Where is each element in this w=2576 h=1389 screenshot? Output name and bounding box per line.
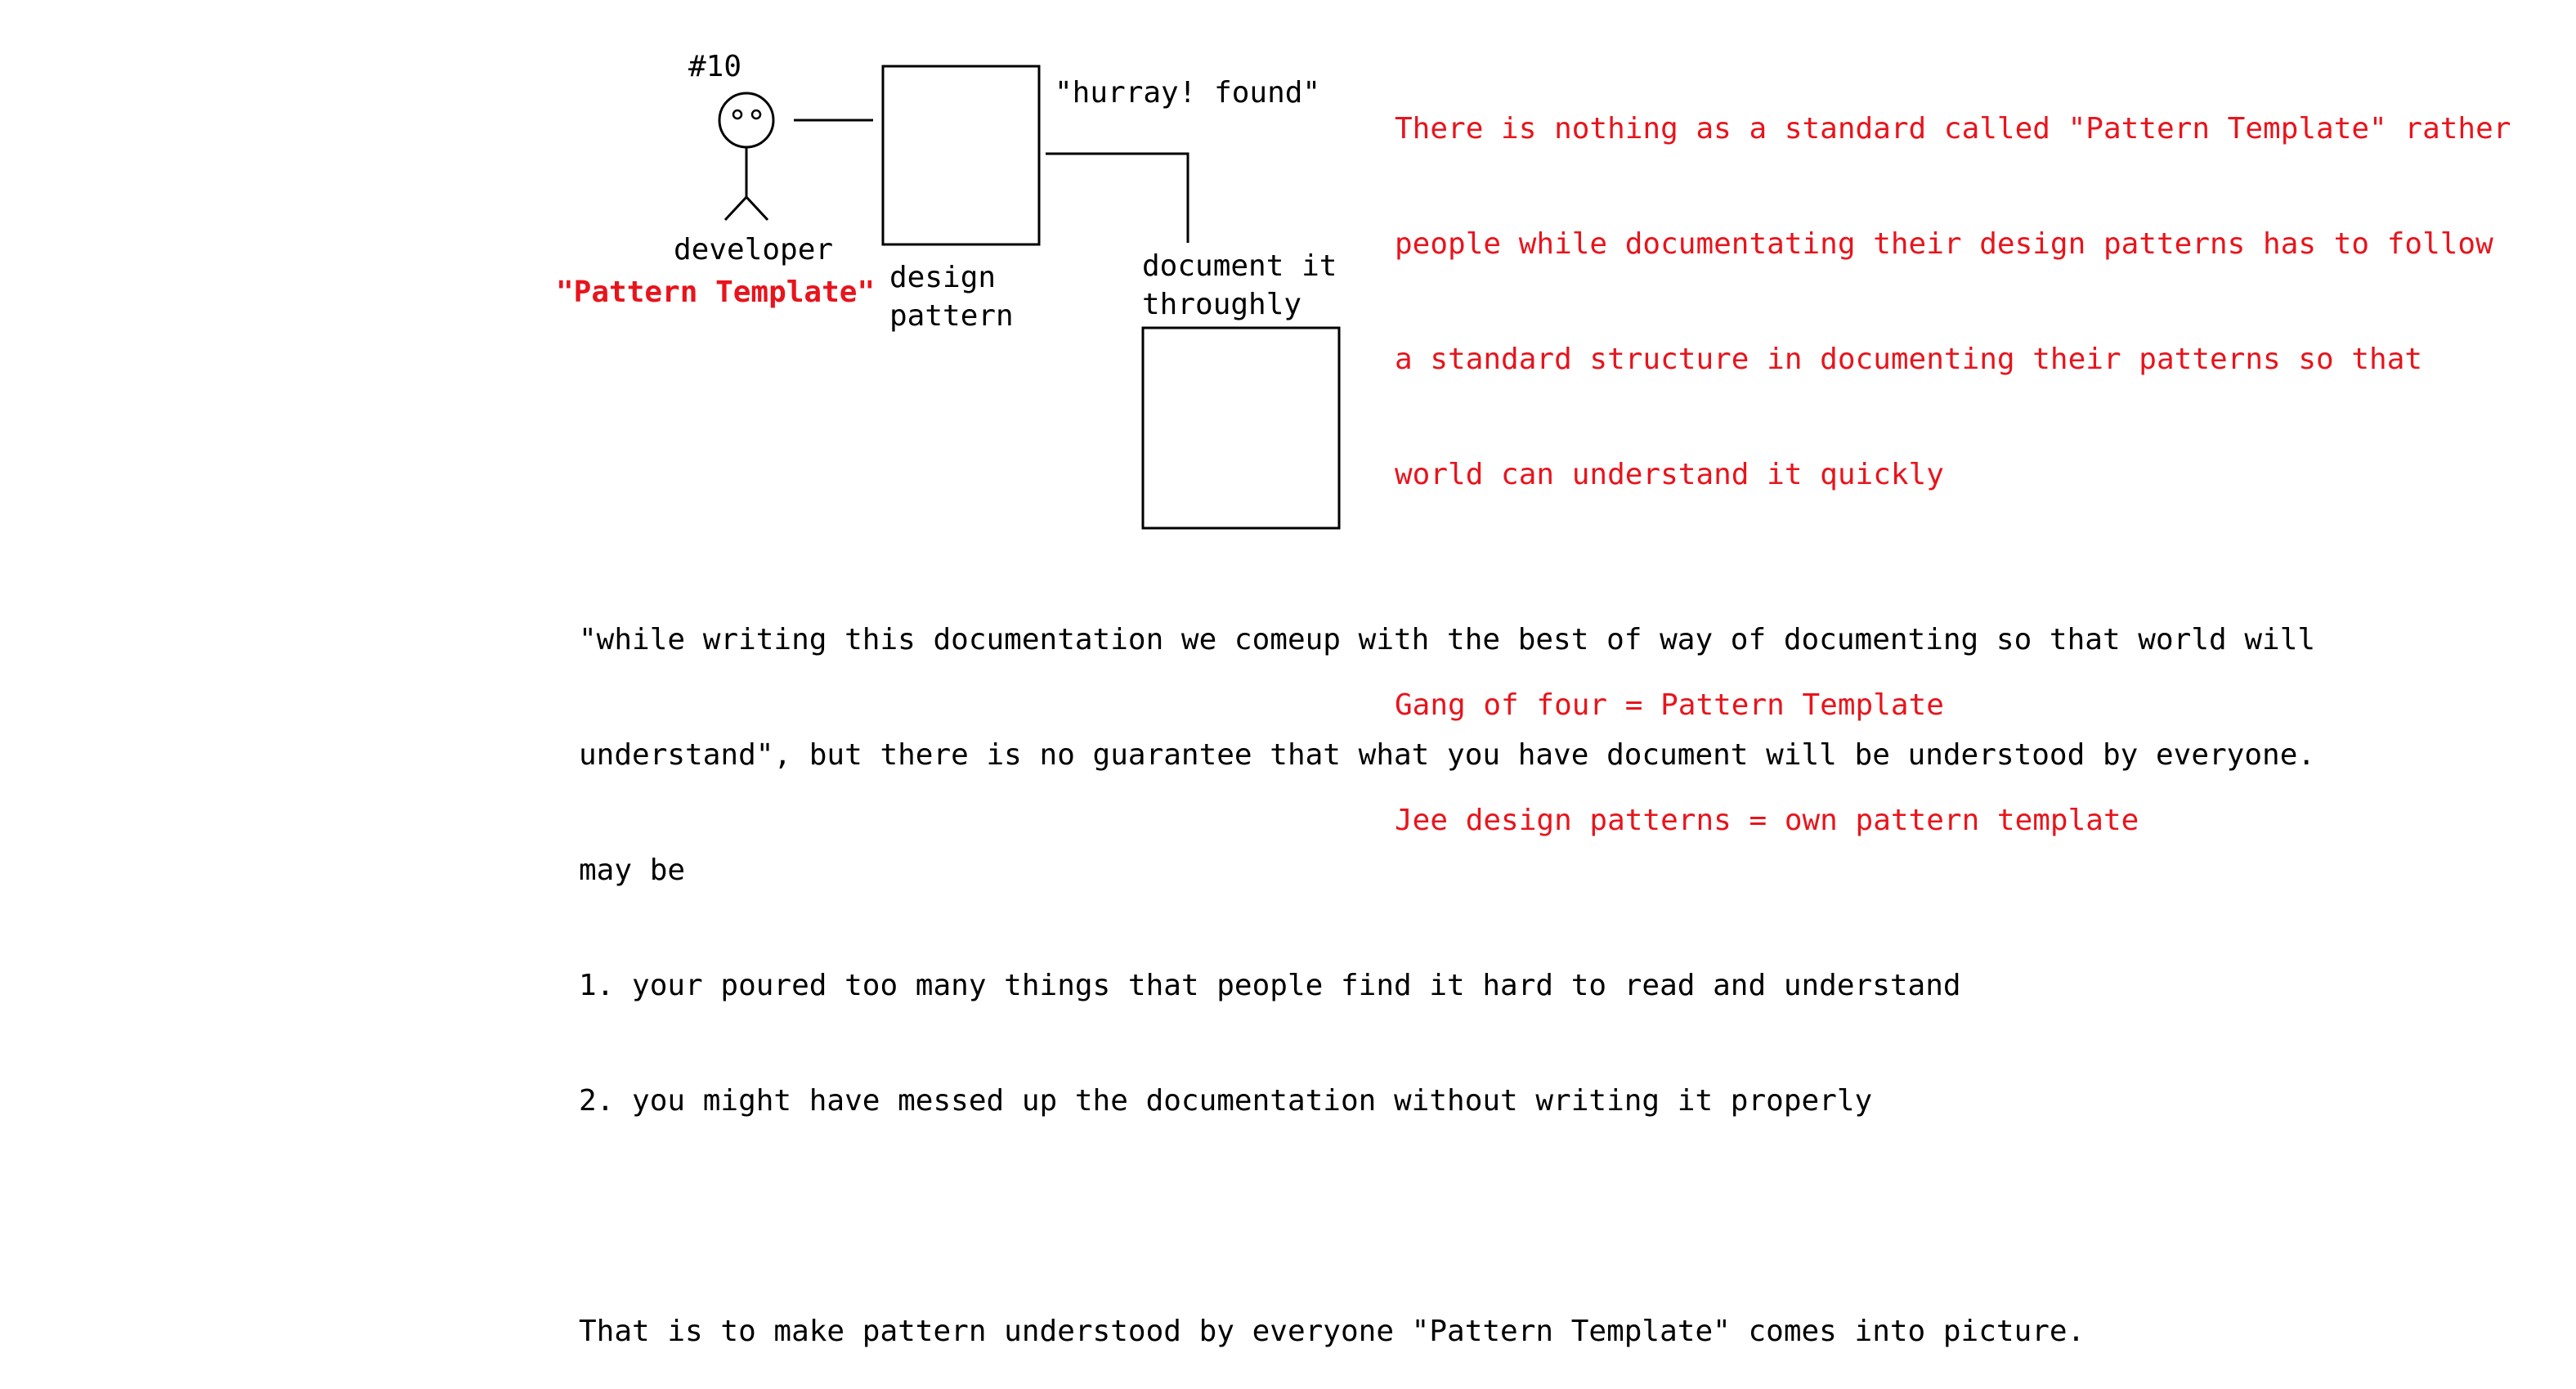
developer-leg-left [724,195,748,222]
explanation-spacer [579,1197,2315,1235]
developer-eye-left [732,109,743,120]
design-pattern-box [881,65,1041,246]
explanation-line: "while writing this documentation we com… [579,623,2316,656]
developer-figure [718,92,775,222]
design-label: design [889,261,997,294]
developer-head [718,92,775,149]
note-jee-patterns: Jee design patterns = own pattern templa… [1395,804,2139,837]
note-gang-of-four: Gang of four = Pattern Template [1395,688,1944,722]
throughly-label: throughly [1142,288,1302,321]
note-line: world can understand it quickly [1395,458,1944,491]
note-line: people while documentating their design … [1395,227,2493,261]
explanation-line: may be [579,854,686,887]
explanation-list-item: 2. you might have messed up the document… [579,1084,1873,1118]
document-box [1141,326,1341,530]
developer-label: developer [674,233,834,267]
number-tag-label: #10 [688,50,742,83]
pattern-template-label: "Pattern Template" [556,276,876,309]
developer-eye-right [750,109,762,120]
developer-leg-right [745,195,769,222]
documentation-explanation: "while writing this documentation we com… [579,544,2315,1389]
note-line: There is nothing as a standard called "P… [1395,112,2511,146]
hurray-found-label: "hurray! found" [1055,76,1321,110]
connector-pattern-to-document [1046,152,1189,243]
document-it-label: document it [1142,249,1337,283]
diagram-canvas [718,65,1341,530]
note-line: a standard structure in documenting thei… [1395,343,2423,376]
explanation-conclusion: That is to make pattern understood by ev… [579,1315,2085,1348]
pattern-label: pattern [889,299,1014,333]
explanation-list-item: 1. your poured too many things that peop… [579,969,1961,1002]
explanation-line: understand", but there is no guarantee t… [579,738,2316,772]
pattern-template-note: There is nothing as a standard called "P… [1395,33,2511,878]
